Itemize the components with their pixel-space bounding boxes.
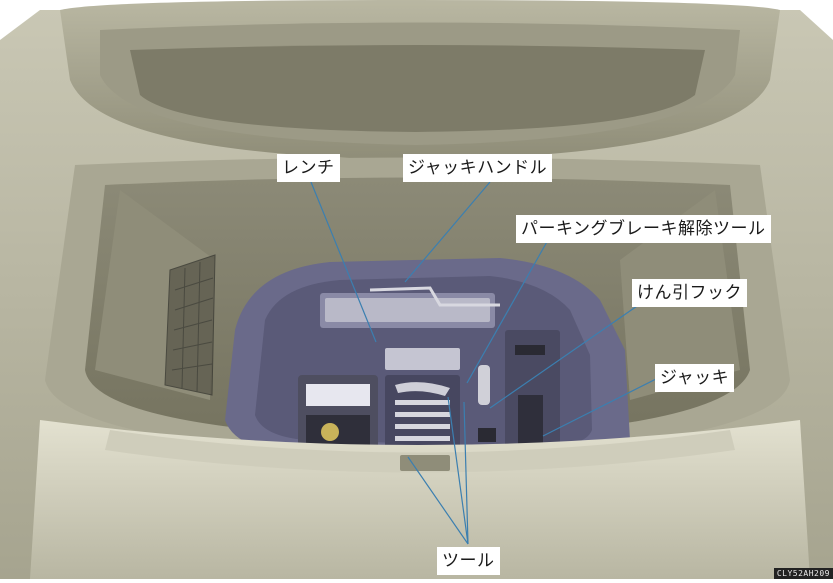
tow-hook (478, 365, 490, 405)
compressor-gauge (321, 423, 339, 441)
label-tool: ツール (437, 547, 500, 575)
pliers (395, 382, 450, 396)
leader-lines (310, 181, 659, 545)
label-parking-brake-tool: パーキングブレーキ解除ツール (516, 215, 771, 243)
label-jack-handle: ジャッキハンドル (403, 154, 553, 182)
figure-code: CLY52AH209 (773, 568, 833, 579)
label-tow-hook: けん引フック (632, 279, 747, 307)
cargo-net (164, 254, 216, 396)
label-jack: ジャッキ (655, 364, 735, 392)
label-wrench: レンチ (277, 154, 340, 182)
